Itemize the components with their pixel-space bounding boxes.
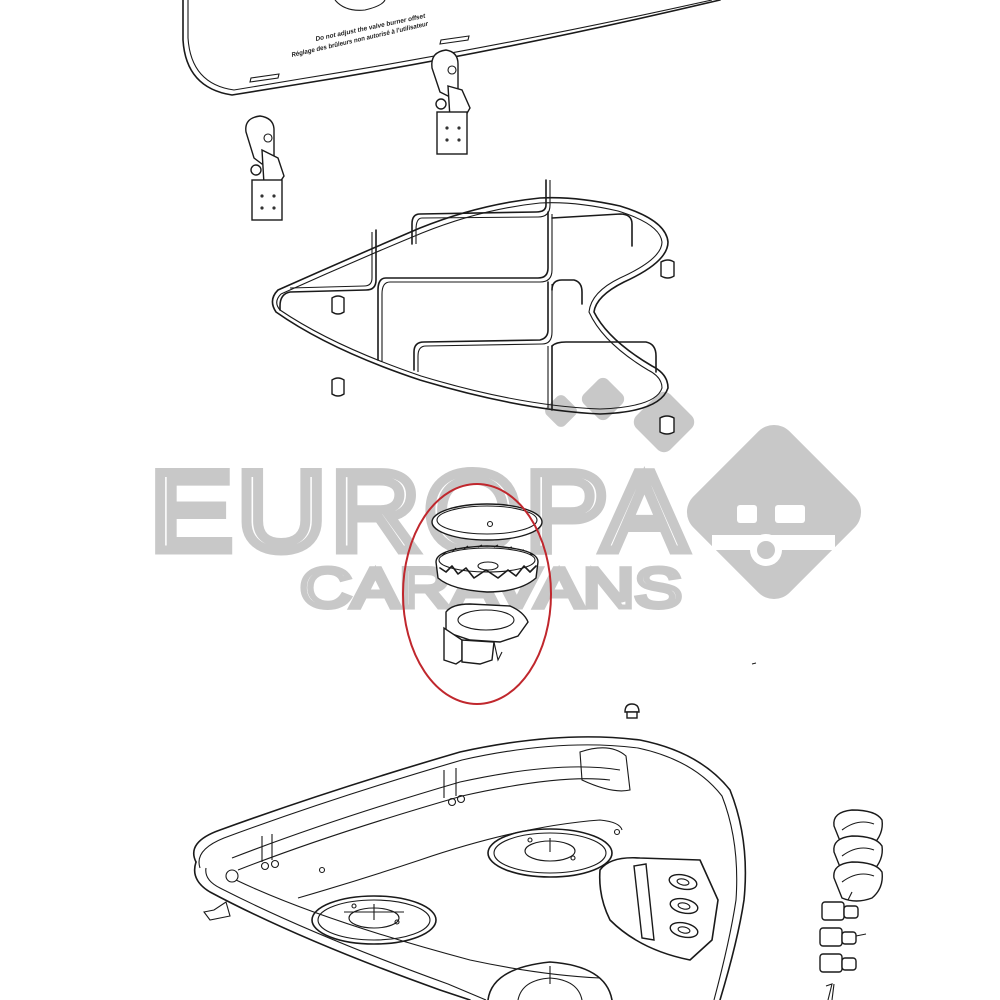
lid-hinge-right	[431, 49, 471, 155]
burner-crown	[435, 544, 539, 593]
control-knobs	[833, 809, 883, 902]
watermark-europa: EUROPA	[150, 449, 690, 574]
highlight-ellipse	[402, 483, 552, 705]
burner-seat-rear	[487, 828, 613, 878]
blanking-bung	[624, 662, 757, 719]
watermark-logo: EUROPA CARAVANS	[146, 377, 862, 622]
lid-hinge-left	[245, 115, 285, 221]
burner-base	[443, 603, 529, 665]
caravan-logo-icon	[686, 424, 862, 600]
rubber-feet	[331, 259, 675, 435]
control-panel	[598, 856, 719, 961]
burner-seat-front	[487, 961, 613, 1000]
valve-assemblies	[819, 891, 867, 1000]
burner-assembly	[402, 483, 552, 705]
pan-support	[271, 179, 669, 415]
hob-tray	[192, 736, 747, 1000]
burner-cap	[431, 503, 543, 541]
burner-seat-left	[311, 895, 437, 945]
